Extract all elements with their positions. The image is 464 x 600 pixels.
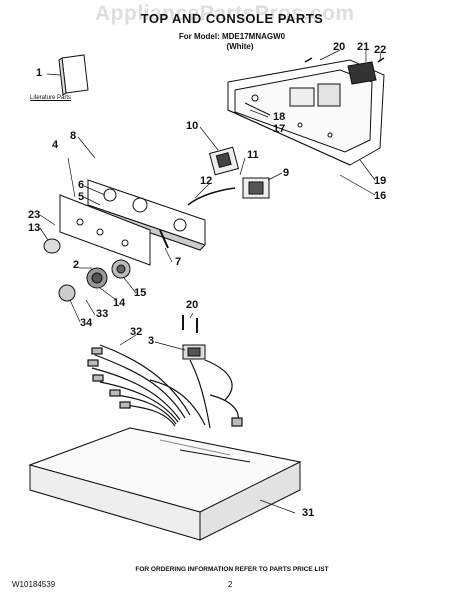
callout-20-top: 20 — [333, 41, 346, 53]
timer-module — [208, 146, 240, 176]
dryer-top-panel — [28, 427, 302, 541]
callout-15: 15 — [134, 287, 147, 299]
console-clip-plate — [347, 61, 377, 85]
callout-9: 9 — [283, 167, 290, 179]
cycle-switch — [242, 177, 270, 199]
callout-5: 5 — [78, 191, 85, 203]
watermark: AppliancePartsPros.com — [95, 2, 355, 25]
wire-harness — [87, 344, 243, 429]
callout-13: 13 — [28, 222, 41, 234]
terminal-block — [182, 344, 206, 360]
callout-34: 34 — [80, 317, 93, 329]
callout-33: 33 — [96, 308, 109, 320]
callout-16: 16 — [374, 190, 387, 202]
knob-15 — [111, 259, 131, 279]
callout-11: 11 — [247, 149, 259, 161]
callout-8: 8 — [70, 130, 77, 142]
callout-22: 22 — [374, 44, 387, 56]
callout-21: 21 — [357, 41, 370, 53]
callout-17: 17 — [273, 123, 286, 135]
document-number: W10184539 — [12, 580, 56, 589]
console-back-panel — [227, 59, 385, 166]
callout-32: 32 — [130, 326, 143, 338]
knob-34 — [58, 284, 76, 302]
callout-6: 6 — [78, 179, 85, 191]
callout-12: 12 — [200, 175, 213, 187]
callout-18: 18 — [273, 111, 286, 123]
page-number: 2 — [228, 580, 233, 589]
callout-10: 10 — [186, 120, 199, 132]
callout-4: 4 — [52, 139, 59, 151]
callout-1: 1 — [36, 67, 43, 79]
literature-label: Literature Parts — [30, 95, 72, 101]
callout-3: 3 — [148, 335, 155, 347]
literature-booklet — [58, 54, 89, 96]
callout-20-lower: 20 — [186, 299, 199, 311]
knob-13 — [43, 238, 61, 254]
callout-2: 2 — [73, 259, 80, 271]
callout-19: 19 — [374, 175, 387, 187]
callout-23: 23 — [28, 209, 41, 221]
model-line: For Model: MDE17MNAGW0 — [178, 32, 286, 41]
console-overlay — [59, 194, 151, 266]
callout-14: 14 — [113, 297, 126, 309]
ordering-note: FOR ORDERING INFORMATION REFER TO PARTS … — [135, 566, 329, 573]
color-note: (White) — [226, 42, 254, 51]
knob-14 — [86, 267, 108, 289]
callout-31: 31 — [302, 507, 315, 519]
page-title: TOP AND CONSOLE PARTS — [140, 11, 324, 26]
callout-7: 7 — [175, 256, 182, 268]
